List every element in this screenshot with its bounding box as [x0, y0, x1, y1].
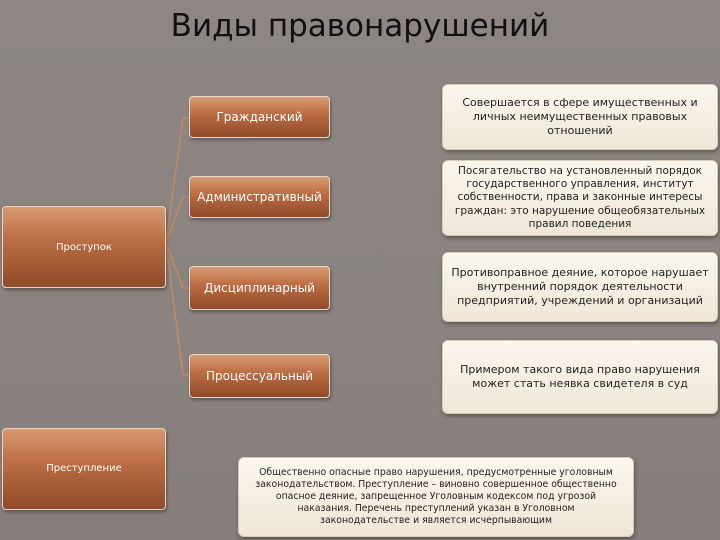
type-label-procedural: Процессуальный — [205, 369, 314, 383]
description-procedural-text: Примером такого вида право нарушения мож… — [460, 362, 700, 390]
type-label-civil: Гражданский — [216, 110, 303, 124]
type-node-administrative: Административный — [189, 176, 330, 218]
description-civil: Совершается в сфере имущественных и личн… — [442, 84, 718, 150]
description-administrative-text: Посягательство на установленный порядок … — [454, 165, 706, 230]
connector-to-disciplinary — [165, 242, 184, 289]
connector-to-admin — [165, 196, 184, 244]
type-label-administrative: Административный — [197, 190, 322, 204]
description-disciplinary-text: Противоправное деяние, которое нарушает … — [451, 265, 709, 308]
crime-node: Преступление — [2, 428, 166, 510]
page-title: Виды правонарушений — [170, 8, 550, 44]
description-crime-text: Общественно опасные право нарушения, пре… — [255, 467, 617, 526]
description-disciplinary: Противоправное деяние, которое нарушает … — [442, 252, 718, 322]
offense-node: Проступок — [2, 206, 166, 288]
offense-label: Проступок — [56, 241, 112, 253]
description-procedural: Примером такого вида право нарушения мож… — [442, 340, 718, 414]
type-node-disciplinary: Дисциплинарный — [189, 266, 330, 310]
description-administrative: Посягательство на установленный порядок … — [442, 160, 718, 236]
crime-label: Преступление — [46, 463, 122, 474]
type-label-disciplinary: Дисциплинарный — [204, 281, 315, 295]
description-civil-text: Совершается в сфере имущественных и личн… — [462, 95, 698, 138]
description-crime: Общественно опасные право нарушения, пре… — [238, 457, 634, 537]
type-node-civil: Гражданский — [189, 96, 330, 138]
connector-to-civil — [165, 117, 184, 244]
connector-to-procedural — [165, 242, 184, 376]
type-node-procedural: Процессуальный — [189, 354, 330, 398]
